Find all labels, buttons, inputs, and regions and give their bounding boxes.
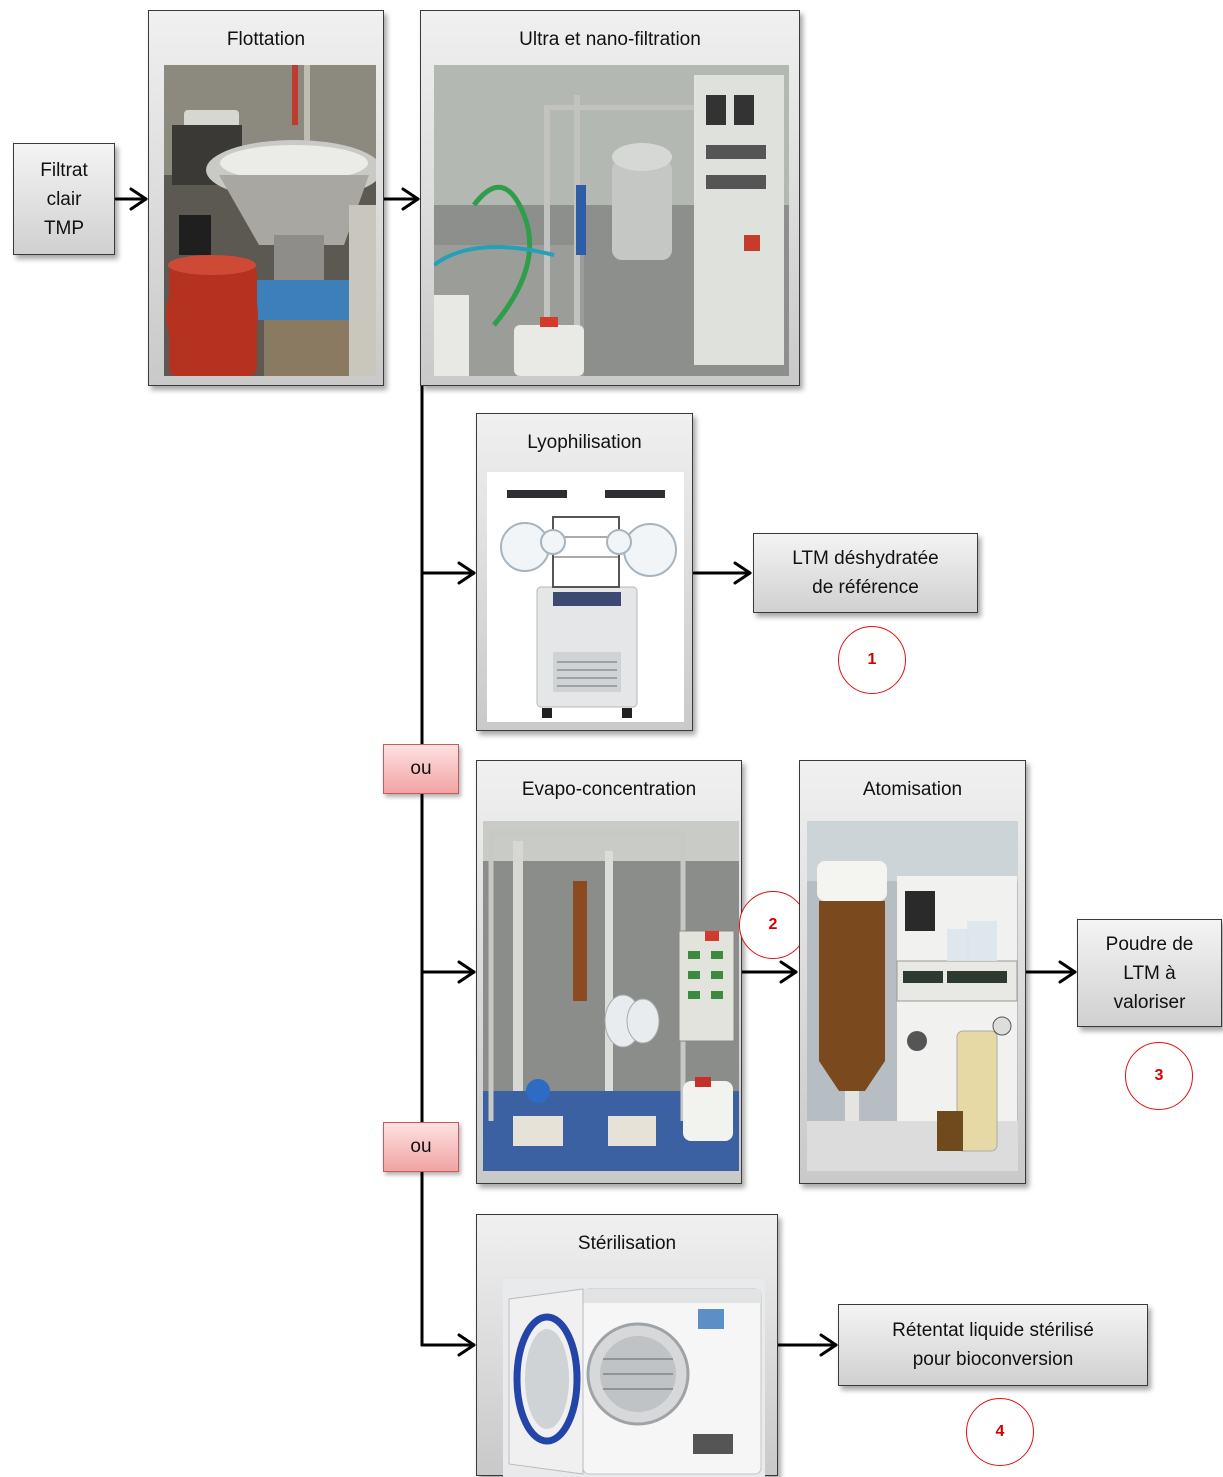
output-label-line: pour bioconversion: [912, 1349, 1074, 1370]
filtration-photo: [434, 65, 789, 376]
step-evapo-concentration: Evapo-concentration: [476, 760, 742, 1184]
step-lyophilisation: Lyophilisation: [476, 413, 693, 731]
output-label-line: Poudre de: [1105, 933, 1194, 955]
atomisation-photo: [807, 821, 1018, 1171]
output-label-line: de référence: [812, 577, 919, 598]
step-title: Atomisation: [862, 779, 963, 800]
lyophilisation-photo: [487, 472, 684, 722]
step-flottation: Flottation: [148, 10, 384, 386]
input-filtrat-box: Filtrat clair TMP: [13, 143, 115, 255]
output-ltm-reference: LTM déshydratée de référence: [753, 533, 978, 613]
input-label-line: clair: [46, 188, 82, 210]
output-label-line: LTM à: [1123, 962, 1176, 984]
alternative-ou-badge: ou: [383, 744, 459, 794]
output-label-line: valoriser: [1113, 991, 1186, 1013]
evapo-photo: [483, 821, 739, 1171]
output-label-line: LTM déshydratée: [792, 548, 939, 569]
alternative-ou-badge: ou: [383, 1122, 459, 1172]
step-title: Lyophilisation: [527, 432, 642, 453]
step-title: Stérilisation: [577, 1233, 677, 1254]
output-label-line: Rétentat liquide stérilisé: [892, 1320, 1094, 1341]
number-badge-3: 3: [1125, 1042, 1193, 1110]
number-badge-4: 4: [966, 1398, 1034, 1466]
sterilisation-photo: [503, 1279, 765, 1477]
input-label-line: Filtrat: [40, 159, 88, 181]
step-title: Evapo-concentration: [521, 779, 697, 800]
step-atomisation: Atomisation: [799, 760, 1026, 1184]
input-label-line: TMP: [43, 217, 85, 239]
step-sterilisation: Stérilisation: [476, 1214, 778, 1477]
step-ultra-nano-filtration: Ultra et nano-filtration: [420, 10, 800, 386]
number-badge-1: 1: [838, 626, 906, 694]
step-title: Flottation: [226, 29, 306, 50]
flottation-photo: [164, 65, 376, 376]
output-retentat: Rétentat liquide stérilisé pour bioconve…: [838, 1304, 1148, 1386]
step-title: Ultra et nano-filtration: [519, 29, 701, 50]
number-badge-2: 2: [739, 891, 807, 959]
output-poudre-ltm: Poudre de LTM à valoriser: [1077, 919, 1222, 1027]
